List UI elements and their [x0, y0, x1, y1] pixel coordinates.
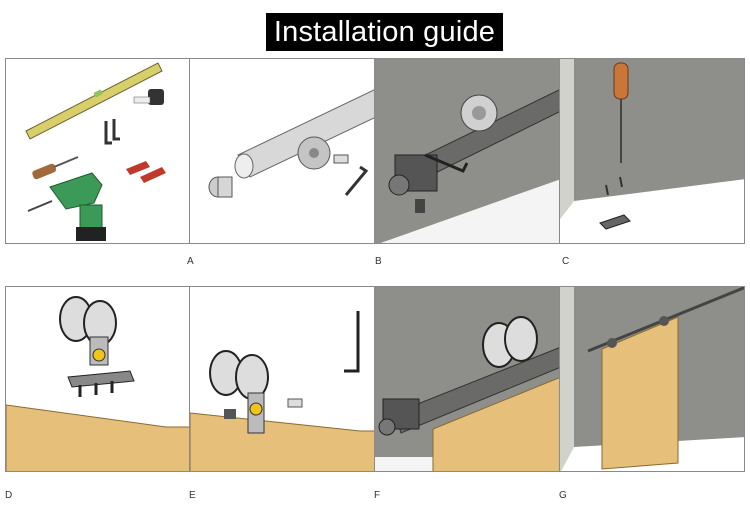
hex-key-icon [344, 165, 369, 196]
tape-measure-icon [133, 89, 164, 105]
bolt-icon [287, 398, 303, 408]
track-rod [234, 89, 374, 179]
screws-icon [605, 176, 623, 196]
hang-door-panel [374, 286, 560, 472]
roller-wheels-icon [209, 350, 269, 434]
step-label-d: D [5, 490, 13, 501]
tools-panel [5, 58, 190, 244]
screwdriver-icon [32, 156, 79, 180]
step-label-a: A [187, 256, 194, 267]
mounting-plate-icon [67, 370, 135, 397]
bolt-icon [333, 154, 349, 164]
hex-key-icon [424, 153, 469, 173]
door-slab [601, 316, 679, 470]
wall-anchor-icon [297, 136, 331, 170]
screws-icon [126, 161, 166, 183]
hex-keys-icon [104, 119, 120, 145]
screwdriver-icon [613, 62, 629, 163]
spirit-level-icon [25, 62, 163, 140]
step-label-f: F [374, 490, 381, 501]
page-title: Installation guide [266, 13, 503, 51]
door-slab [432, 377, 559, 471]
step-label-c: C [562, 256, 570, 267]
hex-key-icon [344, 311, 360, 373]
roller-wheels-icon [59, 296, 117, 366]
step-label-b: B [375, 256, 382, 267]
wall-mount-panel [374, 58, 560, 244]
screws-icon [224, 409, 236, 419]
track-rod-panel [189, 58, 375, 244]
finished-door-panel [559, 286, 745, 472]
clamp-stop-icon [378, 398, 420, 436]
wall-bracket-icon [460, 94, 498, 132]
rod-end-cap [208, 176, 233, 198]
step-label-g: G [559, 490, 567, 501]
drill-icon [27, 172, 106, 241]
roller-wheels-icon [482, 316, 538, 368]
door-edge-panel [559, 58, 745, 244]
clamp-stop-icon [388, 154, 438, 213]
floor-guide-icon [599, 214, 631, 230]
roller-hanger-panel [5, 286, 190, 472]
step-label-e: E [189, 490, 196, 501]
roller-door-panel [189, 286, 375, 472]
roller-wheels-icon [607, 316, 669, 348]
